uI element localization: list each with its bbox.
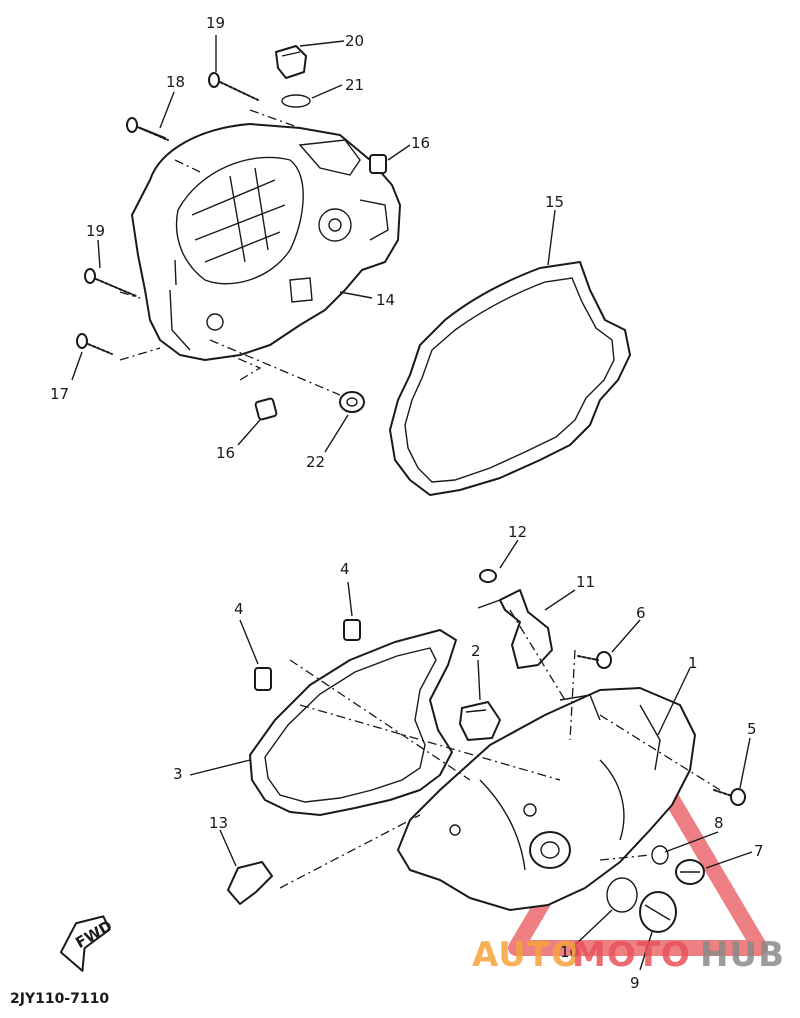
callout-19-top: 19	[206, 14, 225, 32]
callout-14: 14	[376, 291, 395, 309]
oil-seal-22	[339, 391, 365, 413]
dowel-pin-4-right	[343, 619, 361, 641]
callout-4-left: 4	[234, 600, 244, 618]
callout-6: 6	[636, 604, 646, 622]
watermark-moto: MOTO	[572, 935, 691, 975]
o-ring-10	[606, 877, 638, 913]
callout-3: 3	[173, 765, 183, 783]
gasket-15	[389, 261, 631, 496]
plug-7	[675, 859, 705, 885]
callout-7: 7	[754, 842, 764, 860]
leader-lines	[71, 35, 753, 971]
fwd-arrow-icon: FWD	[59, 915, 115, 972]
crankcase-cover-left	[131, 123, 401, 361]
bracket-11	[477, 589, 553, 669]
o-ring-21	[281, 94, 311, 108]
gasket-3	[249, 629, 457, 816]
bolt-5	[713, 788, 746, 806]
callout-16-lower: 16	[216, 444, 235, 462]
dowel-pin-4-left	[254, 667, 272, 691]
callout-15: 15	[545, 193, 564, 211]
callout-5: 5	[747, 720, 757, 738]
bolt-19-top	[208, 72, 259, 101]
callout-17: 17	[50, 385, 69, 403]
bolt-19-left	[84, 268, 137, 297]
callout-1: 1	[688, 654, 698, 672]
plug-9	[639, 891, 677, 933]
callout-9: 9	[630, 974, 640, 992]
callout-16-upper: 16	[411, 134, 430, 152]
sensor-2	[459, 701, 501, 741]
clamp-13	[227, 861, 273, 905]
screw-12	[479, 569, 497, 583]
dowel-pin-16-upper	[369, 154, 387, 174]
watermark-hub: HUB	[700, 935, 785, 975]
callout-12: 12	[508, 523, 527, 541]
watermark-auto: AUTO	[472, 935, 581, 975]
callout-20: 20	[345, 32, 364, 50]
callout-22: 22	[306, 453, 325, 471]
callout-13: 13	[209, 814, 228, 832]
callout-11: 11	[576, 573, 595, 591]
callout-19-left: 19	[86, 222, 105, 240]
assembly-lines	[119, 109, 721, 889]
callout-18: 18	[166, 73, 185, 91]
gasket-15-inner	[404, 277, 615, 483]
callout-numbers: 19 20 21 18 16 15 19 14 17 16 22 12 11 4…	[50, 14, 764, 992]
callout-4-right: 4	[340, 560, 350, 578]
oil-filler-cap-20	[275, 45, 307, 79]
gasket-3-inner	[264, 647, 437, 803]
bolt-17	[76, 333, 113, 355]
bolt-18	[126, 117, 169, 141]
drawing-code: 2JY110-7110	[10, 991, 109, 1007]
callout-10: 10	[560, 943, 579, 961]
dowel-pin-16-lower	[254, 397, 278, 421]
callout-2: 2	[471, 642, 481, 660]
crankcase-cover-right	[397, 687, 696, 911]
callout-8: 8	[714, 814, 724, 832]
o-ring-8	[651, 845, 669, 865]
callout-21: 21	[345, 76, 364, 94]
watermark-text: AUTO MOTO HUB	[472, 935, 785, 975]
bolt-6	[577, 651, 612, 669]
